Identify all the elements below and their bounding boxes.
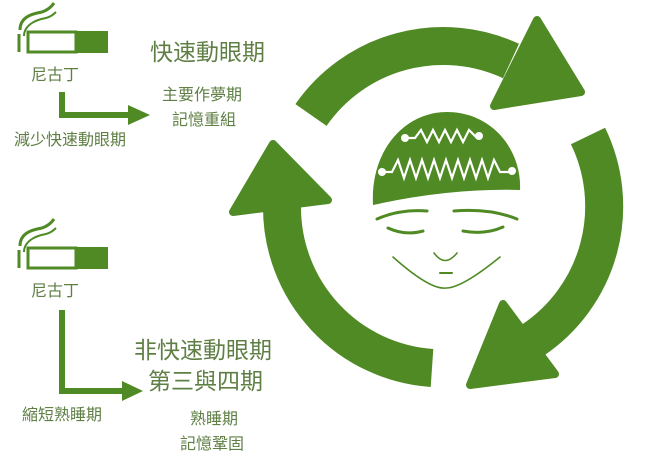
nrem-effect-arrow	[59, 310, 143, 401]
nrem-nicotine-label: 尼古丁	[31, 281, 80, 300]
cigarette-icon	[17, 218, 108, 270]
sleeping-head-icon	[372, 112, 521, 289]
nrem-desc-line1: 熟睡期	[190, 409, 239, 428]
cigarette-icon	[17, 2, 108, 54]
rem-desc-line2: 記憶重組	[172, 110, 237, 129]
nrem-stage-title-line2: 第三與四期	[148, 369, 263, 395]
cycle-arrows-icon	[229, 16, 624, 389]
nrem-effect-label: 縮短熟睡期	[22, 405, 103, 424]
rem-effect-arrow	[59, 92, 150, 125]
rem-desc-line1: 主要作夢期	[162, 85, 243, 104]
rem-nicotine-label: 尼古丁	[31, 65, 80, 84]
nrem-desc-line2: 記憶鞏固	[180, 434, 245, 453]
nrem-stage-title-line1: 非快速動眼期	[134, 338, 272, 364]
rem-effect-label: 減少快速動眼期	[14, 130, 127, 149]
rem-stage-title: 快速動眼期	[150, 40, 265, 66]
